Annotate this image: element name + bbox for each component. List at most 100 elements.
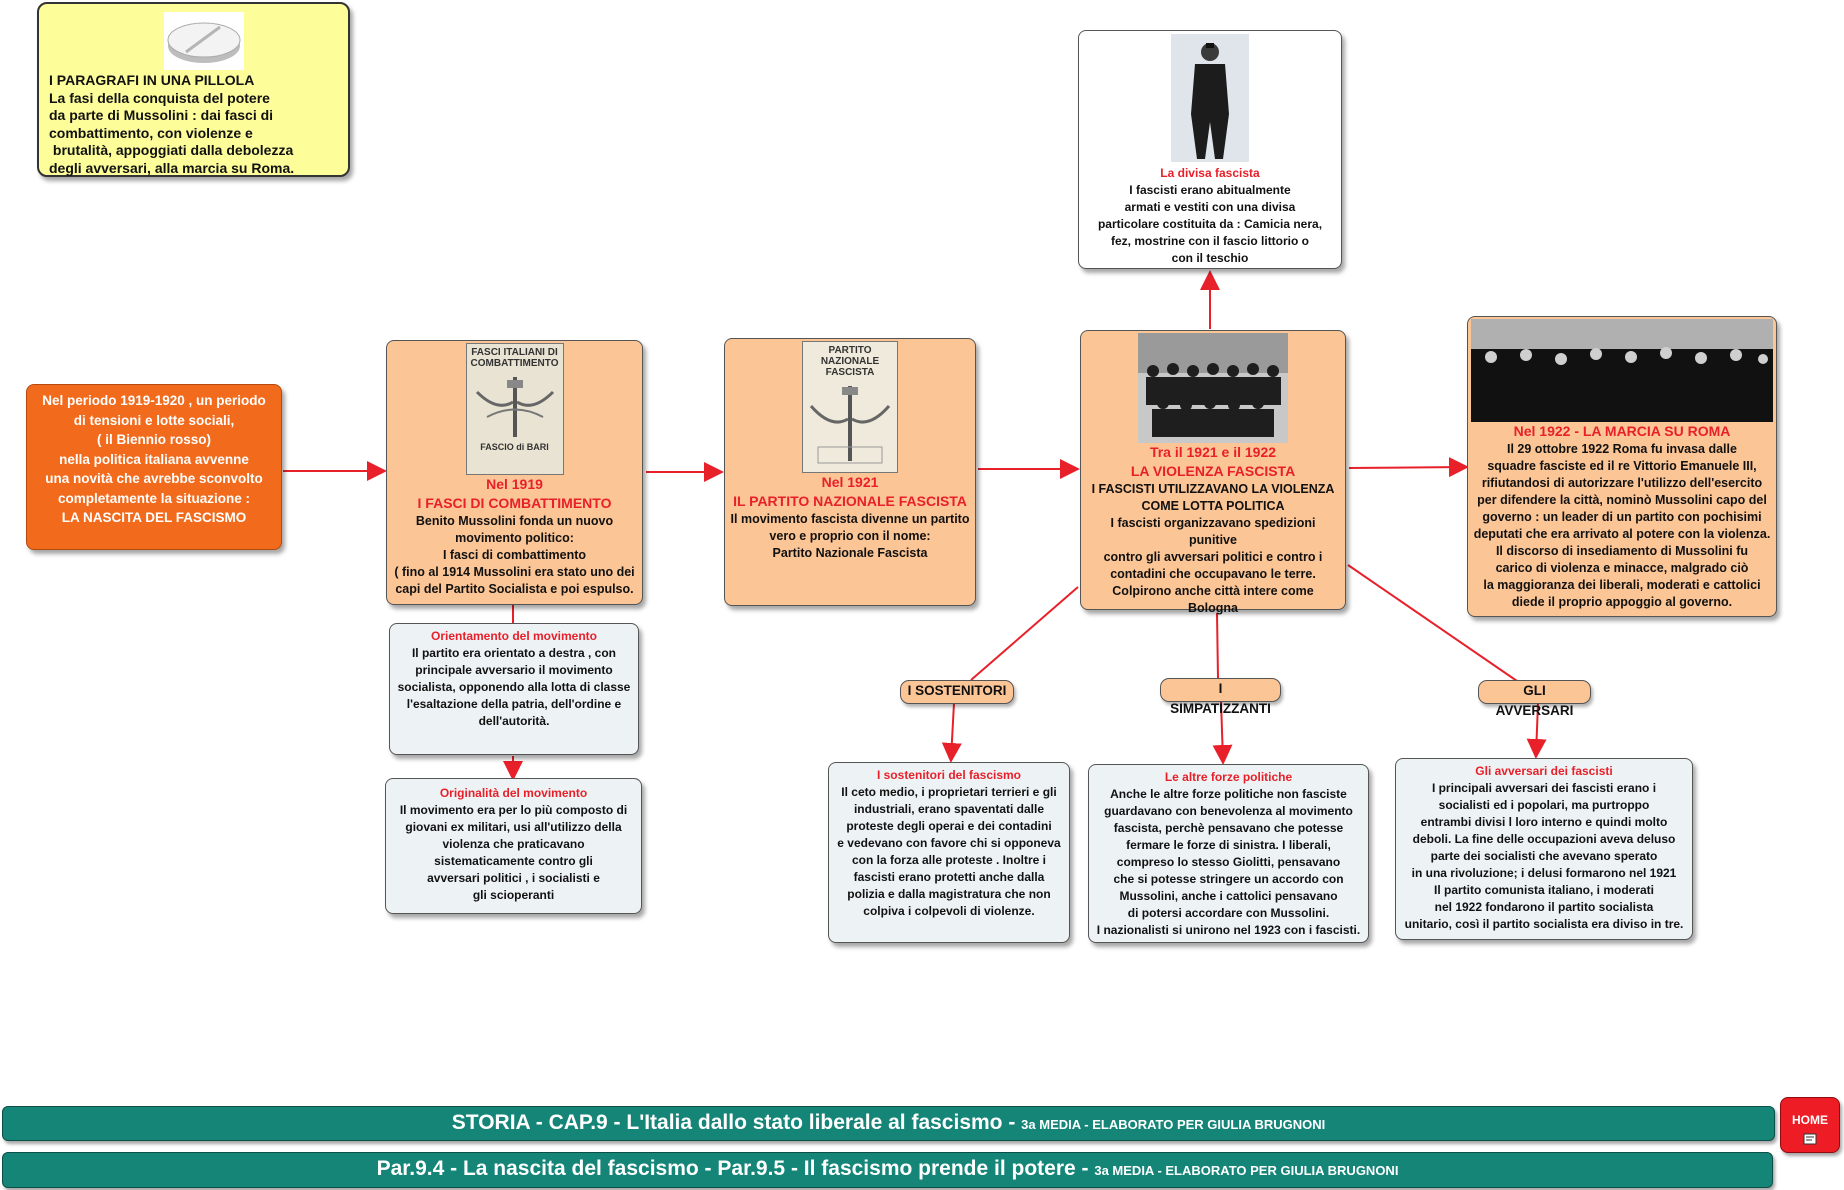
summary-text: combattimento, con violenze e — [49, 125, 338, 143]
altre-forze-text: che si potesse stringere un accordo con — [1092, 871, 1365, 888]
violenza-text: contadini che occupavano le terre. — [1085, 566, 1341, 583]
march-photo — [1471, 319, 1773, 422]
originalita-text: avversari politici , i socialisti e — [389, 870, 638, 887]
divisa-text: I fascisti erano abitualmente — [1083, 182, 1337, 199]
partito-box: PARTITO NAZIONALE FASCISTA Nel 1921 IL P… — [724, 338, 976, 606]
marcia-text: deputati che era arrivato al potere con … — [1471, 526, 1773, 543]
divisa-text: con il teschio — [1083, 250, 1337, 267]
summary-heading: I PARAGRAFI IN UNA PILLOLA — [49, 72, 338, 90]
home-button[interactable]: HOME — [1780, 1097, 1840, 1153]
altre-forze-text: Anche le altre forze politiche non fasci… — [1092, 786, 1365, 803]
chapter-title-bar[interactable]: STORIA - CAP.9 - L'Italia dallo stato li… — [2, 1106, 1775, 1141]
sostenitori-text: industriali, erano spaventati dalle — [832, 801, 1066, 818]
originalita-title: Originalità del movimento — [389, 785, 638, 802]
divisa-text: armati e vestiti con una divisa — [1083, 199, 1337, 216]
avversari-text: unitario, così il partito socialista era… — [1399, 916, 1689, 933]
avversari-text: socialisti ed i popolari, ma purtroppo — [1399, 797, 1689, 814]
orientamento-text: dell'autorità. — [393, 713, 635, 730]
orientamento-box: Orientamento del movimento Il partito er… — [389, 623, 639, 755]
intro-text: di tensioni e lotte sociali, — [31, 411, 277, 431]
altre-forze-text: di potersi accordare con Mussolini. — [1092, 905, 1365, 922]
marcia-text: diede il proprio appoggio al governo. — [1471, 594, 1773, 611]
violenza-text: contro gli avversari politici e contro i — [1085, 549, 1341, 566]
summary-text: degli avversari, alla marcia su Roma. — [49, 160, 338, 178]
sostenitori-text: fascisti erano protetti anche dalla — [832, 869, 1066, 886]
intro-text: una novità che avrebbe sconvolto — [31, 469, 277, 489]
squad-photo — [1138, 333, 1288, 443]
paragraph-title-bar[interactable]: Par.9.4 - La nascita del fascismo - Par.… — [2, 1152, 1773, 1188]
summary-text: La fasi della conquista del potere — [49, 90, 338, 108]
sostenitori-text: proteste degli operai e dei contadini — [832, 818, 1066, 835]
fasci-poster-subtitle: FASCIO di BARI — [467, 442, 563, 452]
violenza-text: I FASCISTI UTILIZZAVANO LA VIOLENZA — [1085, 481, 1341, 498]
violenza-box: Tra il 1921 e il 1922 LA VIOLENZA FASCIS… — [1080, 330, 1346, 610]
fasci-text: capi del Partito Socialista e poi espuls… — [391, 581, 638, 598]
violenza-text: Bologna — [1085, 600, 1341, 617]
avversari-text: nel 1922 fondarono il partito socialista — [1399, 899, 1689, 916]
divisa-text: particolare costituita da : Camicia nera… — [1083, 216, 1337, 233]
violenza-year: Tra il 1921 e il 1922 — [1085, 443, 1341, 462]
orientamento-text: Il partito era orientato a destra , con — [393, 645, 635, 662]
sostenitori-text: Il ceto medio, i proprietari terrieri e … — [832, 784, 1066, 801]
avversari-box: Gli avversari dei fascisti I principali … — [1395, 758, 1693, 940]
violenza-text: I fascisti organizzavano spedizioni puni… — [1085, 515, 1341, 549]
intro-text: ( il Biennio rosso) — [31, 430, 277, 450]
intro-text: completamente la situazione : — [31, 489, 277, 509]
orientamento-title: Orientamento del movimento — [393, 628, 635, 645]
fasci-text: Benito Mussolini fonda un nuovo — [391, 513, 638, 530]
altre-forze-text: guardavano con benevolenza al movimento — [1092, 803, 1365, 820]
fasci-title: I FASCI DI COMBATTIMENTO — [391, 494, 638, 513]
originalita-text: Il movimento era per lo più composto di — [389, 802, 638, 819]
originalita-text: violenza che praticavano — [389, 836, 638, 853]
intro-text: LA NASCITA DEL FASCISMO — [31, 508, 277, 528]
partito-year: Nel 1921 — [729, 473, 971, 492]
summary-text: brutalità, appoggiati dalla debolezza — [49, 142, 338, 160]
marcia-text: carico di violenza e minacce, malgrado c… — [1471, 560, 1773, 577]
paragraph-title-text: Par.9.4 - La nascita del fascismo - Par.… — [377, 1157, 1095, 1180]
intro-text: Nel periodo 1919-1920 , un periodo — [31, 391, 277, 411]
violenza-title: LA VIOLENZA FASCISTA — [1085, 462, 1341, 481]
altre-forze-text: compreso lo stesso Giolitti, pensavano — [1092, 854, 1365, 871]
avversari-text: Il partito comunista italiano, i moderat… — [1399, 882, 1689, 899]
divisa-box: La divisa fascista I fascisti erano abit… — [1078, 30, 1342, 269]
marcia-text: per difendere la città, nominò Mussolini… — [1471, 492, 1773, 509]
violenza-text: Colpirono anche città intere come — [1085, 583, 1341, 600]
originalita-text: gli scioperanti — [389, 887, 638, 904]
home-icon — [1803, 1133, 1817, 1145]
fasci-poster-image: FASCI ITALIANI DI COMBATTIMENTO FASCIO d… — [466, 343, 564, 475]
sostenitori-text: e vedevano con favore chi si opponeva — [832, 835, 1066, 852]
marcia-text: la maggioranza dei liberali, moderati e … — [1471, 577, 1773, 594]
marcia-text: squadre fasciste ed il re Vittorio Emanu… — [1471, 458, 1773, 475]
home-label: HOME — [1781, 1113, 1839, 1127]
altre-forze-text: Mussolini, anche i cattolici pensavano — [1092, 888, 1365, 905]
orientamento-text: socialista, opponendo alla lotta di clas… — [393, 679, 635, 696]
marcia-text: rifiutandosi di autorizzare l'utilizzo d… — [1471, 475, 1773, 492]
pill-icon — [164, 12, 244, 70]
avversari-text: entrambi divisi l loro interno e quindi … — [1399, 814, 1689, 831]
altre-forze-text: I nazionalisti si unirono nel 1923 con i… — [1092, 922, 1365, 939]
partito-text: vero e proprio con il nome: — [729, 528, 971, 545]
summary-box: I PARAGRAFI IN UNA PILLOLA La fasi della… — [37, 2, 350, 177]
marcia-text: Il 29 ottobre 1922 Roma fu invasa dalle — [1471, 441, 1773, 458]
originalita-text: sistematicamente contro gli — [389, 853, 638, 870]
partito-poster-image: PARTITO NAZIONALE FASCISTA — [802, 341, 898, 473]
partito-text: Il movimento fascista divenne un partito — [729, 511, 971, 528]
chapter-title-text: STORIA - CAP.9 - L'Italia dallo stato li… — [452, 1111, 1021, 1134]
label-sostenitori: I SOSTENITORI — [900, 680, 1014, 704]
sostenitori-text: polizia e dalla magistratura che non — [832, 886, 1066, 903]
altre-forze-title: Le altre forze politiche — [1092, 769, 1365, 786]
avversari-title: Gli avversari dei fascisti — [1399, 763, 1689, 780]
orientamento-text: l'esaltazione della patria, dell'ordine … — [393, 696, 635, 713]
marcia-title: Nel 1922 - LA MARCIA SU ROMA — [1471, 422, 1773, 441]
partito-text: Partito Nazionale Fascista — [729, 545, 971, 562]
divisa-text: fez, mostrine con il fascio littorio o — [1083, 233, 1337, 250]
altre-forze-text: fascista, perchè pensavano che potesse — [1092, 820, 1365, 837]
avversari-text: I principali avversari dei fascisti eran… — [1399, 780, 1689, 797]
arrow-sostenitori — [951, 703, 954, 759]
marcia-box: Nel 1922 - LA MARCIA SU ROMA Il 29 ottob… — [1467, 316, 1777, 617]
fasci-box: FASCI ITALIANI DI COMBATTIMENTO FASCIO d… — [386, 340, 643, 605]
marcia-text: governo : un leader di un partito con po… — [1471, 509, 1773, 526]
sostenitori-text: colpiva i colpevoli di violenze. — [832, 903, 1066, 920]
line-violenza-sostenitori — [971, 587, 1078, 680]
label-simpatizzanti: I SIMPATIZZANTI — [1160, 678, 1281, 702]
